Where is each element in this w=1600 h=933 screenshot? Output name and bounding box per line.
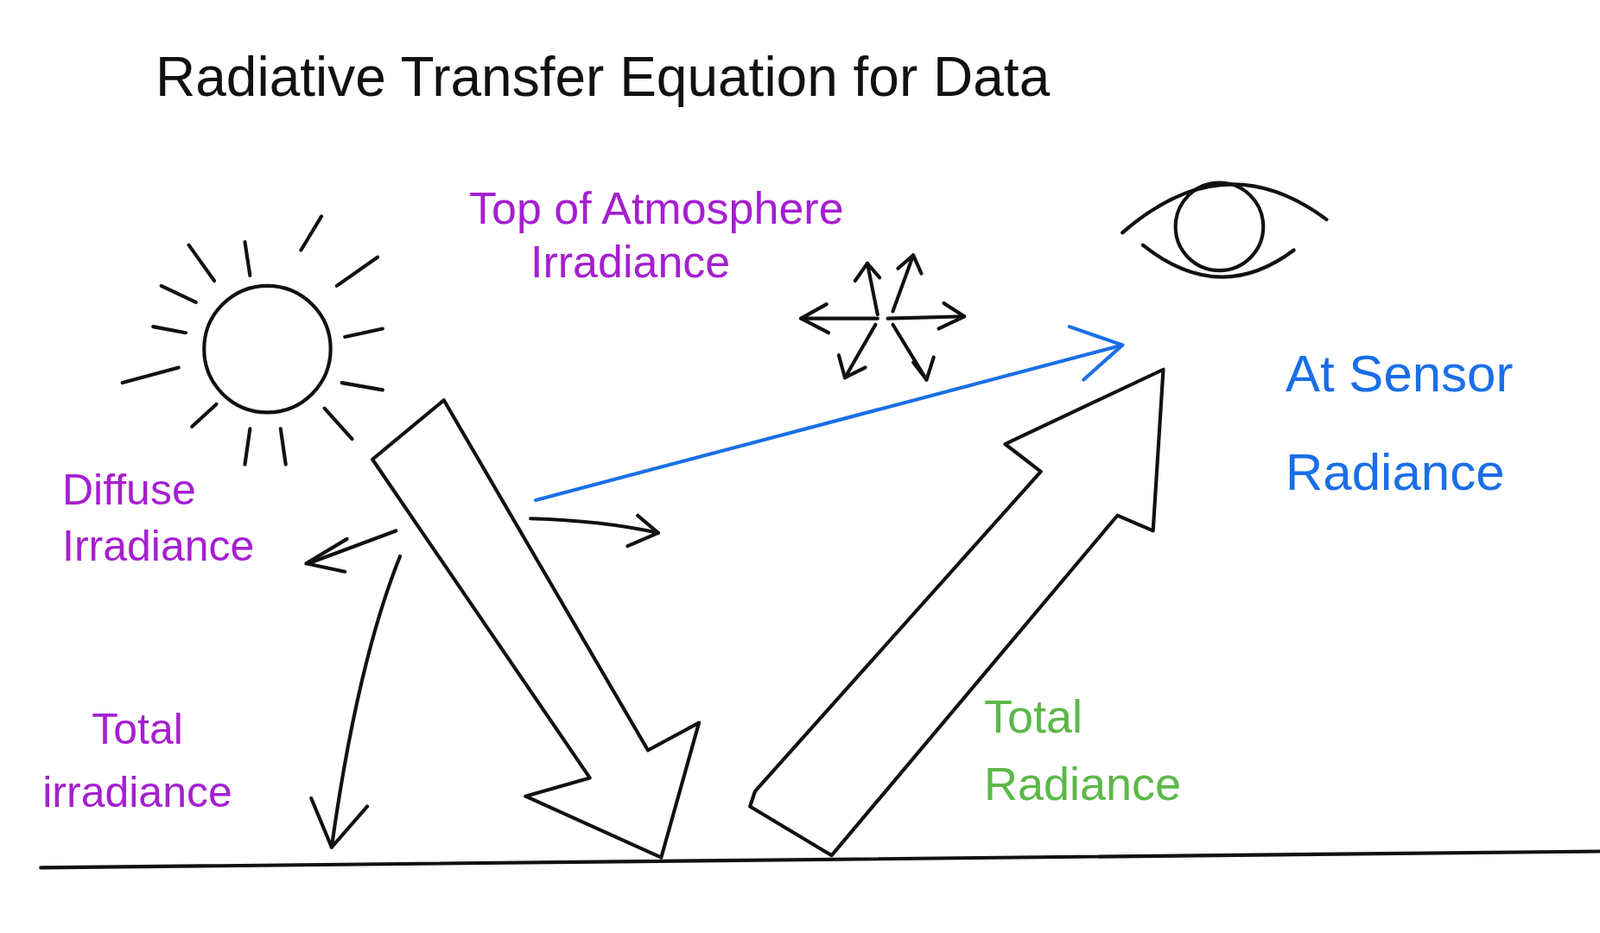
scatter-cross xyxy=(800,254,965,380)
sensor-ray xyxy=(535,326,1123,501)
annotation-label: Total irradiance xyxy=(24,698,251,824)
annotation-label: Top of Atmosphere Irradiance xyxy=(469,181,988,290)
scatter-arrow xyxy=(530,515,659,547)
annotation-label: Total Radiance xyxy=(980,682,1232,819)
sun-rays xyxy=(122,216,383,465)
diffuse-arrow xyxy=(305,530,396,572)
annotation-label: Diffuse Irradiance xyxy=(62,462,296,575)
eye-symbol xyxy=(1122,183,1327,278)
annotation-label: At Sensor Radiance xyxy=(1285,324,1588,522)
total-irradiance-arrow xyxy=(311,556,400,848)
ground-line xyxy=(40,850,1600,868)
sun-disc xyxy=(203,285,331,413)
diagram-title: Radiative Transfer Equation for Data xyxy=(155,44,1050,109)
